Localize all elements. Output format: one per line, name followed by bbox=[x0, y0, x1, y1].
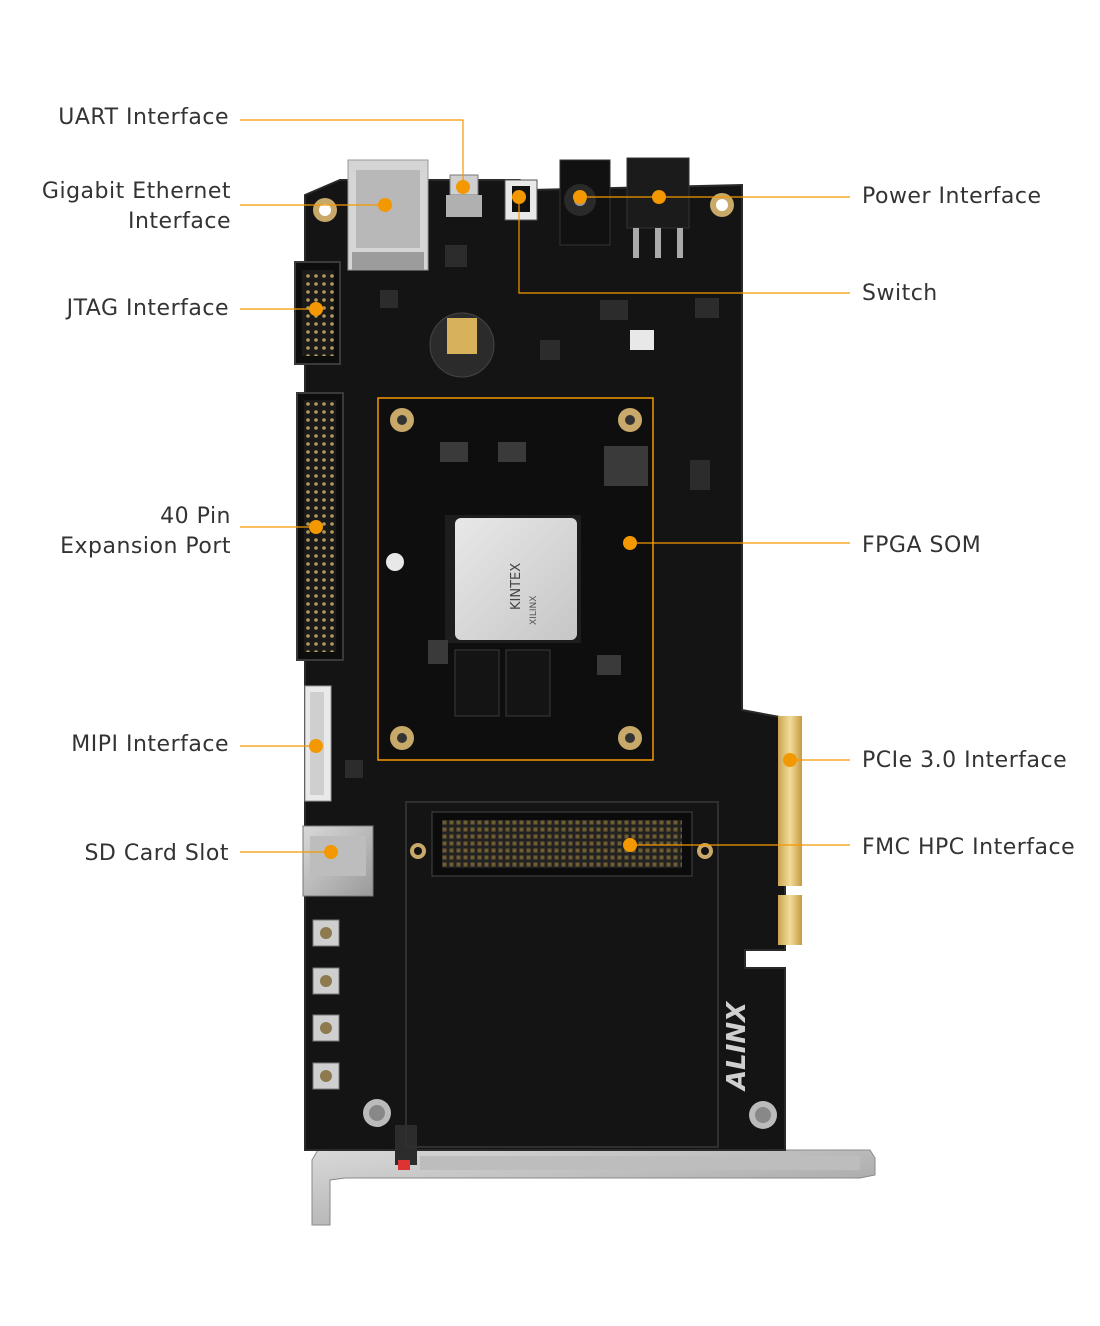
marker-ethernet bbox=[378, 198, 392, 212]
label-fpga: FPGA SOM bbox=[862, 533, 982, 558]
fmc-connector bbox=[405, 801, 719, 1148]
marker-power-2 bbox=[652, 190, 666, 204]
label-ethernet: Gigabit Ethernet Interface bbox=[42, 177, 231, 237]
ethernet-connector bbox=[347, 159, 429, 271]
marker-mipi bbox=[309, 739, 323, 753]
label-ethernet-line2: Interface bbox=[128, 209, 231, 234]
marker-power bbox=[573, 190, 587, 204]
mounting-holes bbox=[313, 193, 777, 1129]
label-mipi: MIPI Interface bbox=[71, 732, 229, 757]
label-40pin: 40 Pin Expansion Port bbox=[60, 502, 231, 562]
label-power: Power Interface bbox=[862, 184, 1042, 209]
label-sdcard: SD Card Slot bbox=[84, 841, 229, 866]
marker-sdcard bbox=[324, 845, 338, 859]
marker-pcie bbox=[783, 753, 797, 767]
chip-brand: KINTEX bbox=[509, 563, 524, 610]
callout-lines bbox=[240, 119, 850, 853]
push-buttons bbox=[312, 919, 340, 1090]
fpga-som bbox=[377, 397, 654, 761]
board-logo: ALINX bbox=[722, 1000, 752, 1092]
callout-markers bbox=[309, 180, 797, 859]
sd-card-slot bbox=[302, 825, 374, 897]
battery-holder bbox=[429, 312, 495, 378]
label-40pin-line1: 40 Pin bbox=[160, 504, 231, 529]
label-switch: Switch bbox=[862, 281, 938, 306]
label-uart: UART Interface bbox=[58, 105, 229, 130]
label-fmc: FMC HPC Interface bbox=[862, 835, 1076, 860]
marker-switch bbox=[512, 190, 526, 204]
marker-jtag bbox=[309, 302, 323, 316]
chip-vendor: XILINX bbox=[529, 596, 539, 625]
marker-uart bbox=[456, 180, 470, 194]
small-components bbox=[345, 245, 719, 1170]
label-jtag: JTAG Interface bbox=[66, 296, 229, 321]
marker-40pin bbox=[309, 520, 323, 534]
label-pcie: PCIe 3.0 Interface bbox=[862, 748, 1068, 773]
label-ethernet-line1: Gigabit Ethernet bbox=[41, 179, 231, 204]
marker-fpga bbox=[623, 536, 637, 550]
marker-fmc bbox=[623, 838, 637, 852]
label-40pin-line2: Expansion Port bbox=[60, 534, 231, 559]
pcie-gold-fingers bbox=[778, 716, 802, 945]
